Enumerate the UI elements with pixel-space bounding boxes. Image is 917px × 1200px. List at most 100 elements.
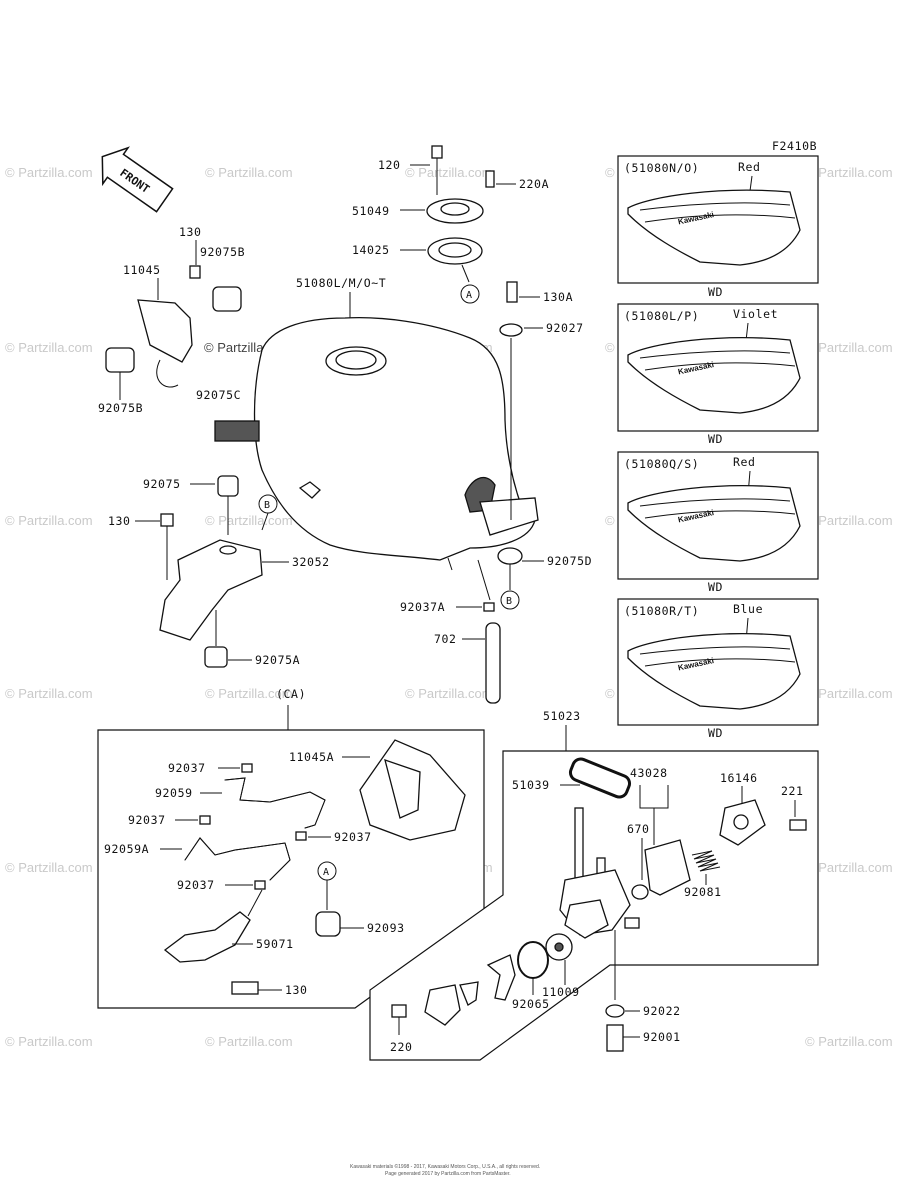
part-label: 92075C [196,388,241,402]
watermark: © Partzilla.com [405,686,493,701]
part-label: 92037 [168,761,206,775]
watermark: © Partzilla.com [805,1034,893,1049]
watermark: © Partzilla.com [805,686,893,701]
watermark: © Partzilla.com [205,686,293,701]
watermark: © Partzilla.com [805,165,893,180]
variant-suffix: WD [708,726,723,740]
fuel-tank-drawing [253,317,539,571]
part-label: 51023 [543,709,581,723]
variant-box-2: (51080L/P) Violet Kawasaki WD [617,303,819,446]
ca-evap-box: 11045A 92037 92059 92037 92037 92059A 92… [97,729,485,1009]
part-label: 43028 [630,766,668,780]
part-label: 220A [519,177,549,191]
part-label: 221 [781,784,804,798]
variant-color: Red [738,160,761,174]
part-label: 120 [378,158,401,172]
variant-box-4: (51080R/T) Blue Kawasaki WD [617,598,819,740]
variant-color: Blue [733,602,763,616]
part-label: 59071 [256,937,294,951]
footer-copyright: Kawasaki materials ©1998 - 2017, Kawasak… [350,1163,540,1170]
bolt-130-mid: 130 [108,513,174,580]
part-label: 11045A [289,750,334,764]
part-label: 92065 [512,997,550,1011]
part-label: 92022 [643,1004,681,1018]
part-label: 92059 [155,786,193,800]
part-label: (CA) [276,687,306,701]
part-label: 51080L/M/O~T [296,276,386,290]
watermark: © Partzilla.com [5,1034,93,1049]
footer-generated: Page generated 2017 by Partzilla.com fro… [385,1171,511,1177]
part-label: 11009 [542,985,580,999]
part-label: 92075D [547,554,592,568]
part-label: 92075B [98,401,143,415]
front-arrow: FRONT [101,146,174,213]
watermark: © Partzilla.com [805,340,893,355]
watermark: © Partzilla.com [5,513,93,528]
watermark: © Partzilla.com [5,165,93,180]
screw-220A: 220A [485,170,549,191]
fuel-cap-51049: 51049 [352,198,484,224]
variant-color: Violet [733,307,778,321]
part-label: 51049 [352,204,390,218]
figure-code: F2410B [772,139,817,153]
grommet-92027: 92027 [499,321,584,520]
part-label: 670 [627,822,650,836]
part-label: 92059A [104,842,149,856]
watermark: © Partzilla.com [5,340,93,355]
part-label: 92001 [643,1030,681,1044]
part-label: 51039 [512,778,550,792]
variant-color: Red [733,455,756,469]
part-label: 92075A [255,653,300,667]
watermark: © Partzilla.com [805,860,893,875]
bolt-130A: 130A [506,281,573,304]
watermark: © Partzilla.com [205,513,293,528]
variant-code: (51080N/O) [624,161,699,175]
bolt-120: 120 [378,145,443,195]
part-label: 32052 [292,555,330,569]
callout-a: A [323,867,329,878]
part-label: 16146 [720,771,758,785]
part-label: 92081 [684,885,722,899]
part-label: 92075B [200,245,245,259]
part-label: 220 [390,1040,413,1054]
part-label: 92037 [128,813,166,827]
spring-92081: 92081 [684,850,722,899]
bracket-11045: 130 92075B 11045 92075B [98,225,245,415]
variant-box-1: (51080N/O) Red Kawasaki WD [617,155,819,299]
fuel-cock-box-51023: 51039 43028 670 16146 221 92081 92065 [369,750,819,1061]
part-label: 130A [543,290,573,304]
ring-14025: 14025 A [352,237,483,304]
part-label: 92037 [177,878,215,892]
part-label: 92037 [334,830,372,844]
part-label: 92027 [546,321,584,335]
watermark: © Partzilla.com [5,686,93,701]
variant-code: (51080L/P) [624,309,699,323]
hose-group-702: 92075D B 92037A 702 [400,547,592,704]
part-label: 130 [108,514,131,528]
watermark: © Partzilla.com [205,1034,293,1049]
callout-b: B [264,500,270,511]
part-label: 130 [179,225,202,239]
part-label: 11045 [123,263,161,277]
callout-a: A [466,290,472,301]
callout-b: B [506,596,512,607]
variant-code: (51080R/T) [624,604,699,618]
watermark: © Partzilla.com [205,165,293,180]
part-label: 92093 [367,921,405,935]
variant-box-3: (51080Q/S) Red Kawasaki WD [617,451,819,594]
grommet-92075: 92075 [143,475,239,535]
part-label: 92037A [400,600,445,614]
bracket-32052: 32052 92075A [159,539,330,668]
watermark: © Partzilla.com [405,165,493,180]
variant-suffix: WD [708,285,723,299]
variant-code: (51080Q/S) [624,457,699,471]
watermark: © Partzilla.com [805,513,893,528]
variant-suffix: WD [708,432,723,446]
part-label: 130 [285,983,308,997]
part-label: 92075 [143,477,181,491]
watermark: © Partzilla.com [5,860,93,875]
variant-suffix: WD [708,580,723,594]
pad-92075C: 92075C [196,388,260,442]
part-label: 14025 [352,243,390,257]
